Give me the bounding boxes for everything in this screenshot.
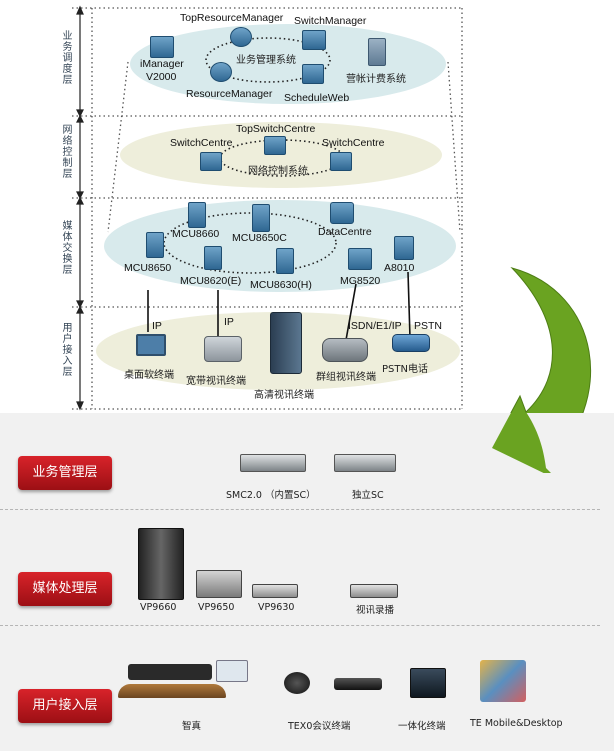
mcu8630h-icon (276, 248, 294, 274)
imanager-monitor-icon (150, 36, 174, 58)
hd-terminal-icon (270, 312, 302, 374)
telepresence-caption: 智真 (182, 721, 202, 732)
vp9650-chassis-icon (196, 570, 242, 598)
group-terminal-icon (322, 338, 368, 362)
tex0-caption: TEX0会议终端 (288, 721, 351, 732)
imanager-label: iManager (140, 58, 184, 70)
datacentre-label: DataCentre (318, 226, 372, 238)
vp9660-caption: VP9660 (140, 602, 177, 613)
row-divider (0, 625, 600, 626)
top-switch-centre-label: TopSwitchCentre (236, 123, 316, 135)
switch-centre-left-icon (200, 152, 222, 171)
resource-manager-icon (210, 62, 232, 82)
mobile-desktop-grid-icon (480, 660, 526, 702)
business-layer-badge: 业务管理层 (18, 456, 112, 490)
billing-server-icon (368, 38, 386, 66)
telepresence-monitor-icon (216, 660, 248, 682)
mobile-desktop-caption: TE Mobile&Desktop (470, 718, 563, 729)
tex0-codec-icon (334, 678, 382, 690)
mcu8650c-icon (252, 204, 270, 232)
group-terminal-label: 群组视讯终端 (316, 372, 376, 383)
recording-server-icon (350, 584, 398, 598)
switch-manager-label: SwitchManager (294, 15, 367, 27)
top-resource-manager-label: TopResourceManager (180, 12, 284, 24)
ip-label-broadband: IP (224, 316, 234, 328)
schedule-web-label: ScheduleWeb (284, 92, 350, 104)
integrated-terminal-icon (410, 668, 446, 698)
telepresence-screens-icon (128, 664, 212, 680)
a8010-label: A8010 (384, 262, 415, 274)
isdn-label: ISDN/E1/IP (348, 320, 402, 332)
billing-system-label: 营帐计费系统 (346, 74, 406, 85)
recording-caption: 视讯录播 (356, 605, 395, 616)
mcu8620e-icon (204, 246, 222, 270)
layer-label-network: 网络控制层 (60, 124, 71, 179)
mg8520-icon (348, 248, 372, 270)
network-control-system-label: 网络控制系统 (248, 166, 308, 177)
business-system-label: 业务管理系统 (236, 55, 296, 66)
sc-server-icon (334, 454, 396, 472)
green-arrow-tip (492, 413, 551, 473)
desktop-terminal-icon (136, 334, 166, 356)
layer-label-access: 用户接入层 (60, 322, 71, 377)
switch-manager-icon (302, 30, 326, 50)
telepresence-table-icon (118, 684, 226, 698)
diagram-frame (72, 5, 463, 411)
mcu8620e-label: MCU8620(E) (180, 275, 242, 287)
pstn-phone-label: PSTN电话 (382, 364, 428, 375)
a8010-icon (394, 236, 414, 260)
sc-caption: 独立SC (352, 490, 384, 501)
mcu8660-icon (188, 202, 206, 228)
vp9660-chassis-icon (138, 528, 184, 600)
smc-caption: SMC2.0 （内置SC） (226, 490, 316, 501)
hd-terminal-label: 高清视讯终端 (254, 390, 314, 401)
broadband-terminal-label: 宽带视讯终端 (186, 376, 246, 387)
media-layer-badge: 媒体处理层 (18, 572, 112, 606)
green-curved-arrow (510, 267, 591, 413)
tex0-camera-icon (284, 672, 310, 694)
top-switch-centre-icon (264, 136, 286, 155)
pstn-label: PSTN (414, 320, 443, 332)
network-ellipse (120, 122, 442, 188)
desktop-terminal-label: 桌面软终端 (124, 370, 174, 381)
layer-label-business: 业务调度层 (60, 30, 71, 85)
pstn-phone-icon (392, 334, 430, 352)
vp9650-caption: VP9650 (198, 602, 235, 613)
diagram-connectors (147, 37, 591, 413)
vp9630-chassis-icon (252, 584, 298, 598)
broadband-terminal-icon (204, 336, 242, 362)
layer-label-media: 媒体交换层 (60, 220, 71, 275)
vp9630-caption: VP9630 (258, 602, 295, 613)
mcu8650-label: MCU8650 (124, 262, 172, 274)
row-divider (0, 509, 600, 510)
datacentre-icon (330, 202, 354, 224)
integrated-terminal-caption: 一体化终端 (398, 721, 446, 732)
schedule-web-icon (302, 64, 324, 84)
top-resource-manager-icon (230, 27, 252, 47)
mcu8650-icon (146, 232, 164, 258)
smc-server-icon (240, 454, 306, 472)
switch-centre-left-label: SwitchCentre (170, 137, 233, 149)
mg8520-label: MG8520 (340, 275, 381, 287)
mcu8660-label: MCU8660 (172, 228, 220, 240)
switch-centre-right-label: SwitchCentre (322, 137, 385, 149)
switch-centre-right-icon (330, 152, 352, 171)
ip-label-desktop: IP (152, 320, 162, 332)
resource-manager-label: ResourceManager (186, 88, 273, 100)
access-layer-badge: 用户接入层 (18, 689, 112, 723)
mcu8630h-label: MCU8630(H) (250, 279, 312, 291)
business-ellipse (130, 24, 446, 104)
mcu8650c-label: MCU8650C (232, 232, 287, 244)
imanager-version-label: V2000 (146, 71, 177, 83)
